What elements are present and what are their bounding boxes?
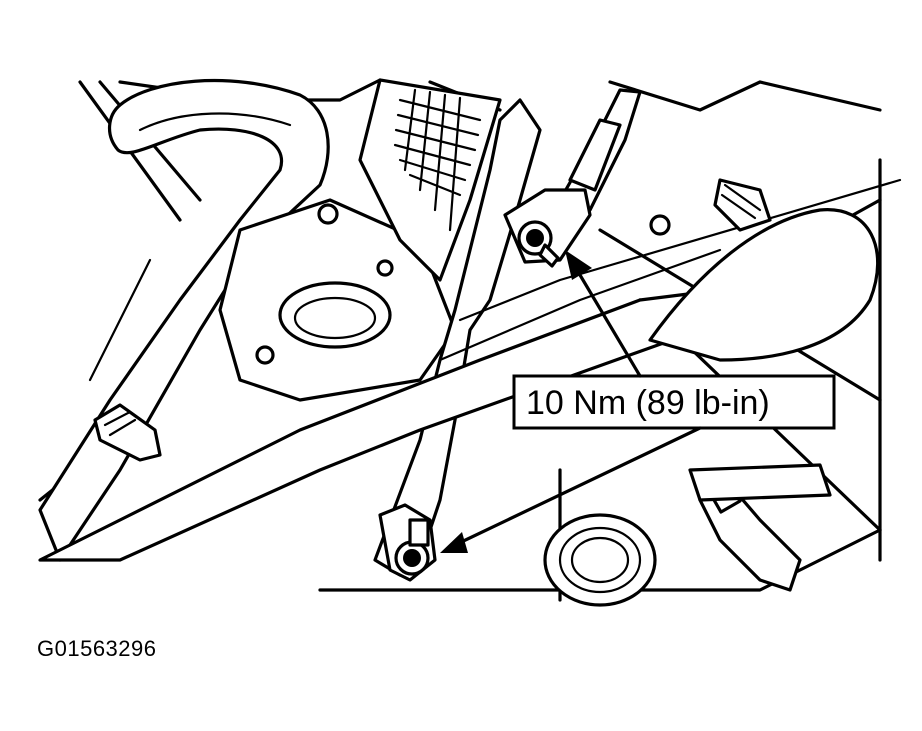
arrow-head-upper <box>565 250 592 280</box>
grille-panel <box>358 78 502 282</box>
leader-arrows <box>440 250 702 553</box>
sensor-connector <box>688 463 832 592</box>
upper-bolt <box>503 188 592 268</box>
arrow-head-lower <box>440 532 468 553</box>
left-stud <box>93 403 162 462</box>
torque-callout-text: 10 Nm (89 lb-in) <box>526 384 770 422</box>
torque-callout-box <box>512 374 836 430</box>
figure-id: G01563296 <box>37 636 157 661</box>
spring-coil <box>543 513 657 607</box>
flange-plate <box>218 198 457 402</box>
lower-nut <box>378 503 437 582</box>
upper-hose <box>558 88 880 362</box>
torque-callout: 10 Nm (89 lb-in) <box>512 374 836 430</box>
